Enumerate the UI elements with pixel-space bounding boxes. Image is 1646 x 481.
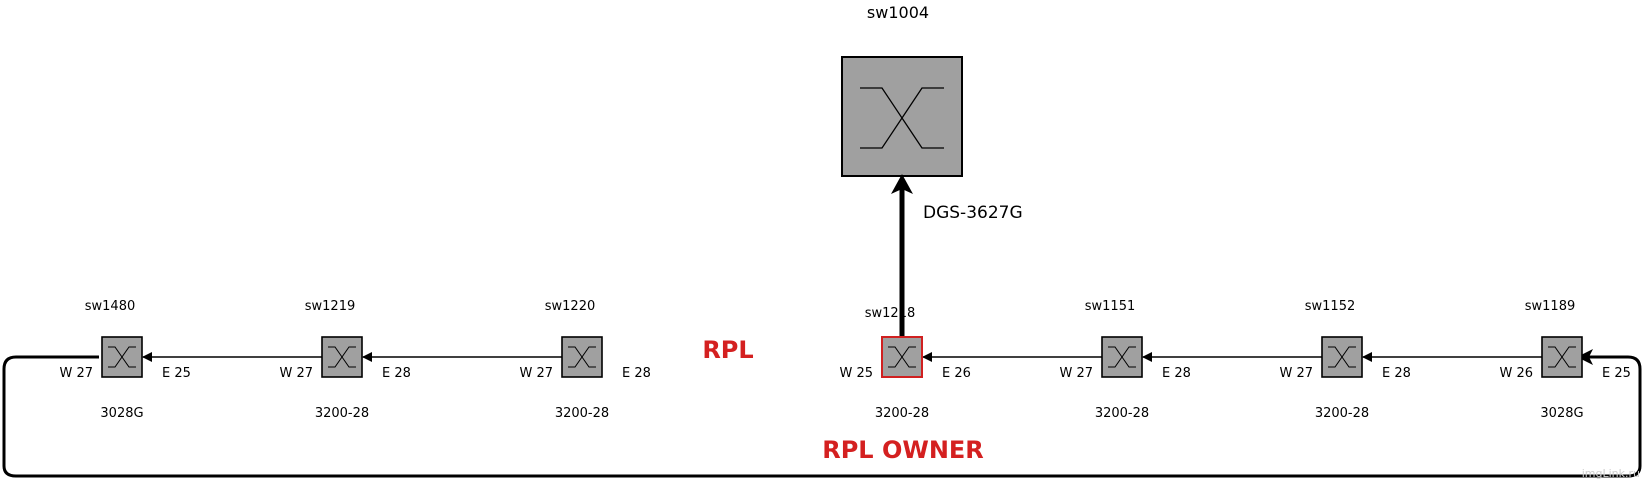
ring-return-link (2, 349, 1642, 478)
switch-name: sw1480 (85, 299, 136, 314)
east-port-label: E 25 (162, 366, 191, 381)
switch-model: 3200-28 (1095, 406, 1149, 421)
west-port-label: W 26 (1499, 366, 1533, 381)
east-port-label: E 28 (622, 366, 651, 381)
switch-sw1219: sw1219 W 27 E 28 3200-28 (279, 299, 410, 421)
switch-sw1152: sw1152 W 27 E 28 3200-28 (1279, 299, 1410, 421)
switch-icon (1108, 346, 1136, 368)
rpl-label: RPL (702, 336, 753, 364)
switch-box (101, 336, 143, 378)
west-port-label: W 27 (1279, 366, 1313, 381)
switch-model: 3200-28 (315, 406, 369, 421)
west-port-label: W 25 (839, 366, 873, 381)
access-switches: sw1480 W 27 E 25 3028G sw1219 W 27 E 28 3200-28… (59, 299, 1630, 421)
switch-name: sw1220 (545, 299, 596, 314)
watermark: imgLink.ru (1582, 467, 1640, 480)
switch-icon (1548, 346, 1576, 368)
east-port-label: E 28 (1382, 366, 1411, 381)
core-switch: sw1004 DGS-3627G (841, 3, 1023, 223)
switch-model: 3200-28 (875, 406, 929, 421)
east-port-label: E 28 (1162, 366, 1191, 381)
switch-name: sw1152 (1305, 299, 1356, 314)
west-port-label: W 27 (279, 366, 313, 381)
core-switch-box (841, 56, 963, 177)
west-port-label: W 27 (519, 366, 553, 381)
core-switch-name: sw1004 (867, 3, 929, 22)
core-switch-model: DGS-3627G (923, 203, 1023, 223)
east-port-label: E 25 (1602, 366, 1631, 381)
switch-name: sw1189 (1525, 299, 1576, 314)
rpl-owner-label: RPL OWNER (822, 436, 984, 464)
switch-model: 3028G (1540, 406, 1583, 421)
switch-sw1189: sw1189 W 26 E 25 3028G (1499, 299, 1630, 421)
switch-icon (108, 346, 136, 368)
east-port-label: E 28 (382, 366, 411, 381)
switch-model: 3028G (100, 406, 143, 421)
core-switch-icon (860, 87, 944, 149)
switch-model: 3200-28 (1315, 406, 1369, 421)
switch-sw1218: sw1218 W 25 E 26 3200-28 (839, 306, 970, 421)
switch-sw1151: sw1151 W 27 E 28 3200-28 (1059, 299, 1190, 421)
switch-icon (888, 346, 916, 368)
switch-sw1220: sw1220 W 27 E 28 3200-28 (519, 299, 650, 421)
switch-icon (568, 346, 596, 368)
east-port-label: E 26 (942, 366, 971, 381)
switch-model: 3200-28 (555, 406, 609, 421)
west-port-label: W 27 (1059, 366, 1093, 381)
switch-icon (328, 346, 356, 368)
switch-sw1480: sw1480 W 27 E 25 3028G (59, 299, 190, 421)
switch-name: sw1219 (305, 299, 356, 314)
switch-name: sw1151 (1085, 299, 1136, 314)
switch-icon (1328, 346, 1356, 368)
switch-name: sw1218 (865, 306, 916, 321)
west-port-label: W 27 (59, 366, 93, 381)
